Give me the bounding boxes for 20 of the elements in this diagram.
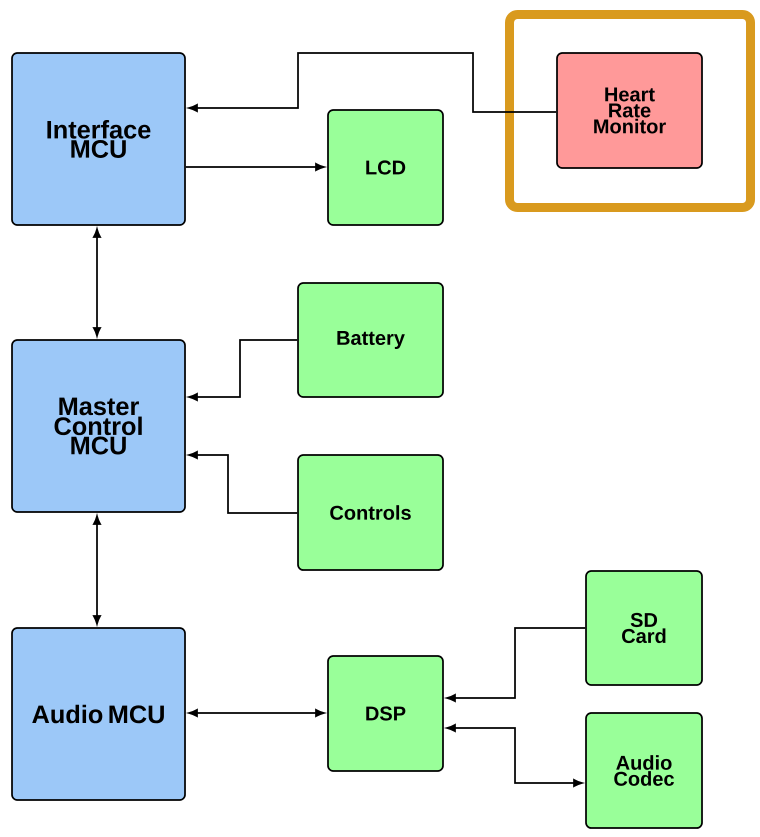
process-box: Interface MCU bbox=[11, 52, 186, 226]
arrow bbox=[446, 627, 586, 702]
process-box: Audio MCU bbox=[11, 627, 186, 801]
process-box: Controls bbox=[297, 454, 444, 571]
arrow bbox=[93, 515, 101, 625]
process-box: LCD bbox=[327, 109, 444, 226]
process-box: DSP bbox=[327, 655, 444, 772]
highlight-frame bbox=[505, 10, 756, 212]
arrow bbox=[188, 339, 298, 401]
arrow bbox=[186, 163, 325, 171]
process-box: Audio Codec bbox=[585, 712, 703, 829]
process-box: Master Control MCU bbox=[11, 339, 186, 513]
process-box: SD Card bbox=[585, 570, 703, 686]
arrow bbox=[93, 228, 101, 337]
process-box: Battery bbox=[297, 282, 444, 398]
arrow bbox=[188, 709, 325, 717]
arrow bbox=[188, 52, 556, 113]
process-box: Heart Rate Monitor bbox=[556, 52, 703, 169]
arrow bbox=[188, 451, 298, 514]
arrow bbox=[446, 724, 583, 787]
